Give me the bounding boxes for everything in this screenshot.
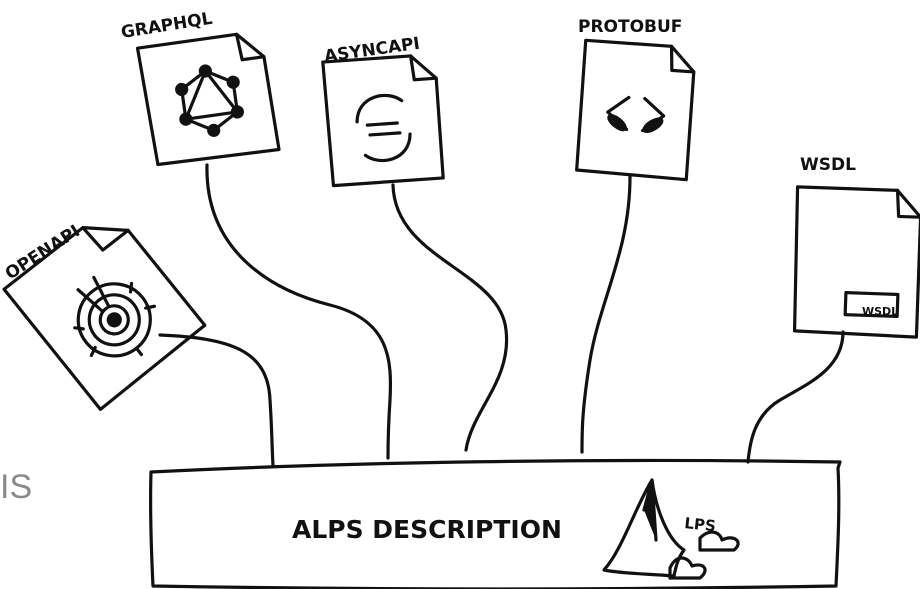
doc-label-asyncapi: ASYNCAPI [323,34,421,67]
code-brackets-icon [606,95,666,134]
openapi-document [2,226,207,411]
graphql-icon [175,64,244,137]
connector-wsdl [746,330,845,464]
connector-openapi [158,333,275,467]
wsdl-badge-text: WSDL [862,305,898,318]
doc-label-wsdl: WSDL [800,155,856,175]
cropped-edge-text: IS [0,468,33,506]
graphql-document [135,32,281,167]
alps-description-box [149,458,842,589]
alps-logo-text: LPS [684,514,717,535]
doc-label-graphql: GRAPHQL [120,9,214,43]
connector-graphql [205,163,393,460]
alps-logo [602,478,740,580]
openapi-icon [73,275,157,358]
center-label: ALPS DESCRIPTION [292,515,562,544]
connector-asyncapi [391,183,509,452]
doc-label-openapi: OPENAPI [2,221,84,284]
doc-label-protobuf: PROTOBUF [578,17,682,37]
protobuf-document [575,38,696,182]
wsdl-icon [843,291,900,319]
wsdl-document [792,185,920,339]
asyncapi-document [321,54,445,188]
asyncapi-icon [355,93,412,163]
connector-protobuf [580,175,632,454]
